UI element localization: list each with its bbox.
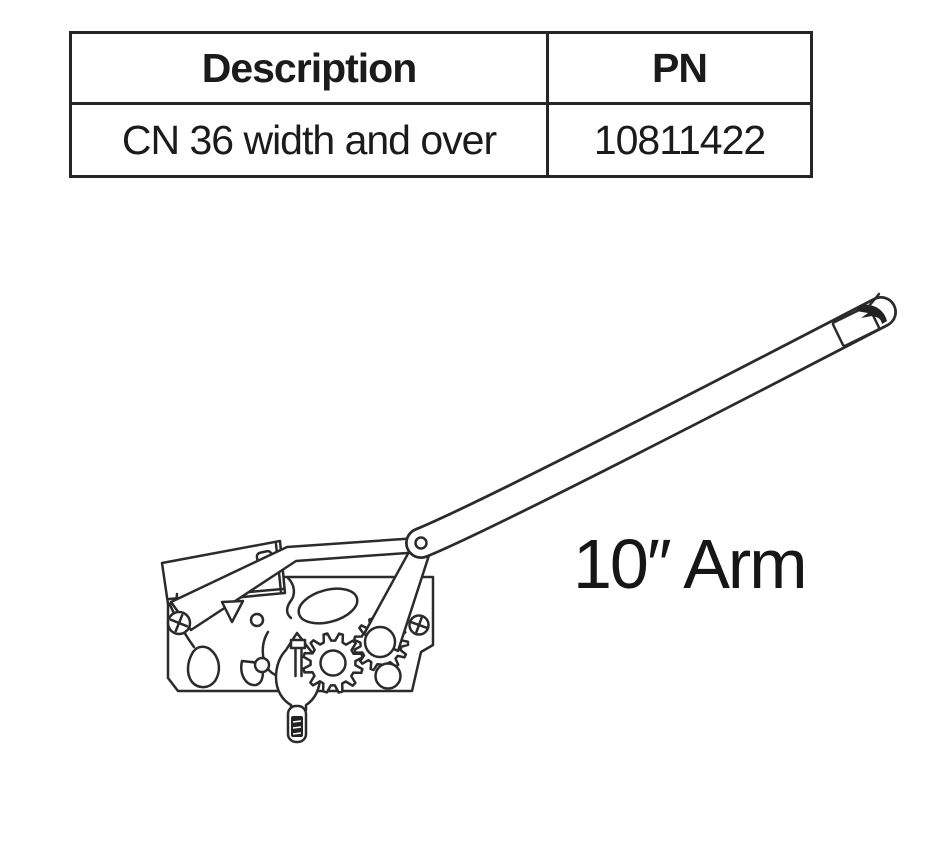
arm-tip-hook — [856, 304, 887, 324]
strap-hole-lower — [253, 656, 271, 674]
arm-pivot — [414, 536, 428, 550]
operator-arm — [405, 296, 897, 559]
mounting-screw-left — [166, 610, 192, 636]
col-header-pn: PN — [546, 31, 813, 105]
cam-slot — [297, 587, 359, 625]
arm-length-label: 10″ Arm — [573, 525, 808, 603]
cell-description: CN 36 width and over — [69, 102, 549, 178]
link-arm-boss — [363, 625, 397, 659]
table-row: CN 36 width and over 10811422 — [69, 102, 813, 178]
parts-table: Description PN CN 36 width and over 1081… — [69, 31, 813, 178]
main-gear-hub — [319, 649, 347, 677]
cell-part-number: 10811422 — [546, 102, 813, 178]
parts-table-header-row: Description PN — [69, 31, 813, 105]
link-arm-lower-boss — [374, 662, 402, 690]
strap-hole-upper — [249, 612, 265, 628]
mounting-screw-right — [408, 614, 430, 636]
arm-tip-bracket — [831, 292, 887, 348]
mounting-strap — [169, 536, 423, 674]
col-header-description: Description — [69, 31, 549, 105]
